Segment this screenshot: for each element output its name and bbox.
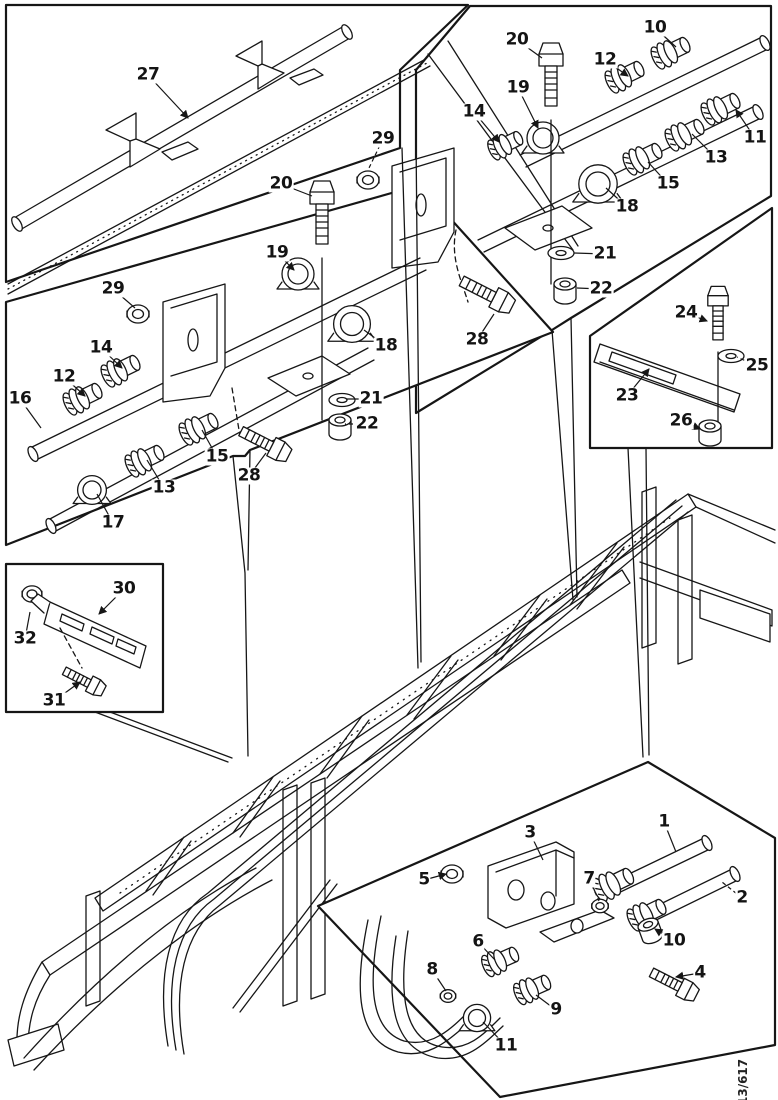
corner-code: 13/617 [736, 1058, 750, 1100]
chassis-frame [8, 487, 775, 1070]
part-callout-1-hose-connection-box: 1 [657, 811, 671, 832]
part-callout-30-clamp-strap-box: 30 [111, 578, 137, 599]
part-callout-31-clamp-strap-box: 31 [41, 690, 67, 711]
part-callout-5-hose-connection-box: 5 [417, 869, 431, 890]
part-callout-19-mid-left-assembly: 19 [264, 242, 290, 263]
part-callout-21-mid-left-assembly: 21 [358, 388, 384, 409]
part-callout-28-upper-right-assembly: 28 [464, 329, 490, 350]
part-callout-26-strap-detail-box: 26 [668, 410, 694, 431]
part-callout-8-hose-connection-box: 8 [425, 959, 439, 980]
part-callout-13-mid-left-assembly: 13 [151, 477, 177, 498]
part-callout-12-mid-left-assembly: 12 [51, 366, 77, 387]
part-callout-22-mid-left-assembly: 22 [354, 413, 380, 434]
mid-left-panel-pointer [233, 450, 250, 756]
clamp-strap-box [6, 564, 232, 762]
upper-right-panel-pointer [402, 138, 577, 668]
leader-line-29 [368, 139, 383, 170]
part-callout-10-upper-right-assembly: 10 [642, 17, 668, 38]
part-callout-18-upper-right-assembly: 18 [614, 196, 640, 217]
part-callout-23-strap-detail-box: 23 [614, 385, 640, 406]
part-callout-19-upper-right-assembly: 19 [505, 77, 531, 98]
part-callout-32-clamp-strap-box: 32 [12, 628, 38, 649]
part-callout-15-mid-left-assembly: 15 [204, 446, 230, 467]
part-callout-28-mid-left-assembly: 28 [236, 465, 262, 486]
part-callout-24-strap-detail-box: 24 [673, 302, 699, 323]
hose-connection-box [318, 762, 775, 1097]
part-callout-12-upper-right-assembly: 12 [592, 49, 618, 70]
part-callout-27-rail-panel: 27 [135, 64, 161, 85]
part-callout-9-hose-connection-box: 9 [549, 999, 563, 1020]
part-callout-18-mid-left-assembly: 18 [373, 335, 399, 356]
part-callout-7-hose-connection-box: 7 [582, 868, 596, 889]
part-callout-14-mid-left-assembly: 14 [88, 337, 114, 358]
part-callout-11-hose-connection-box: 11 [493, 1035, 519, 1056]
part-callout-21-upper-right-assembly: 21 [592, 243, 618, 264]
mid-left-assembly [26, 180, 426, 535]
part-callout-20-upper-right-assembly: 20 [504, 29, 530, 50]
part-callout-4-hose-connection-box: 4 [693, 962, 707, 983]
part-callout-3-hose-connection-box: 3 [523, 822, 537, 843]
leader-line-2 [722, 882, 742, 898]
mounting-rail-27 [8, 23, 430, 294]
part-callout-22-upper-right-assembly: 22 [588, 278, 614, 299]
part-callout-17-mid-left-assembly: 17 [100, 512, 126, 533]
part-callout-20-mid-left-assembly: 20 [268, 173, 294, 194]
part-callout-14-upper-right-assembly: 14 [461, 101, 487, 122]
part-callout-6-hose-connection-box: 6 [471, 931, 485, 952]
part-callout-13-upper-right-assembly: 13 [703, 147, 729, 168]
part-callout-2-hose-connection-box: 2 [735, 887, 749, 908]
part-callout-29-mid-left-assembly: 29 [100, 278, 126, 299]
part-callout-10-hose-connection-box: 10 [661, 930, 687, 951]
upper-right-assembly [356, 30, 772, 317]
part-callout-11-upper-right-assembly: 11 [742, 127, 768, 148]
part-callout-15-upper-right-assembly: 15 [655, 173, 681, 194]
part-callout-29-upper-right-assembly: 29 [370, 128, 396, 149]
panel-rail [6, 5, 468, 282]
part-callout-16-mid-left-assembly: 16 [7, 388, 33, 409]
part-callout-25-strap-detail-box: 25 [744, 355, 770, 376]
